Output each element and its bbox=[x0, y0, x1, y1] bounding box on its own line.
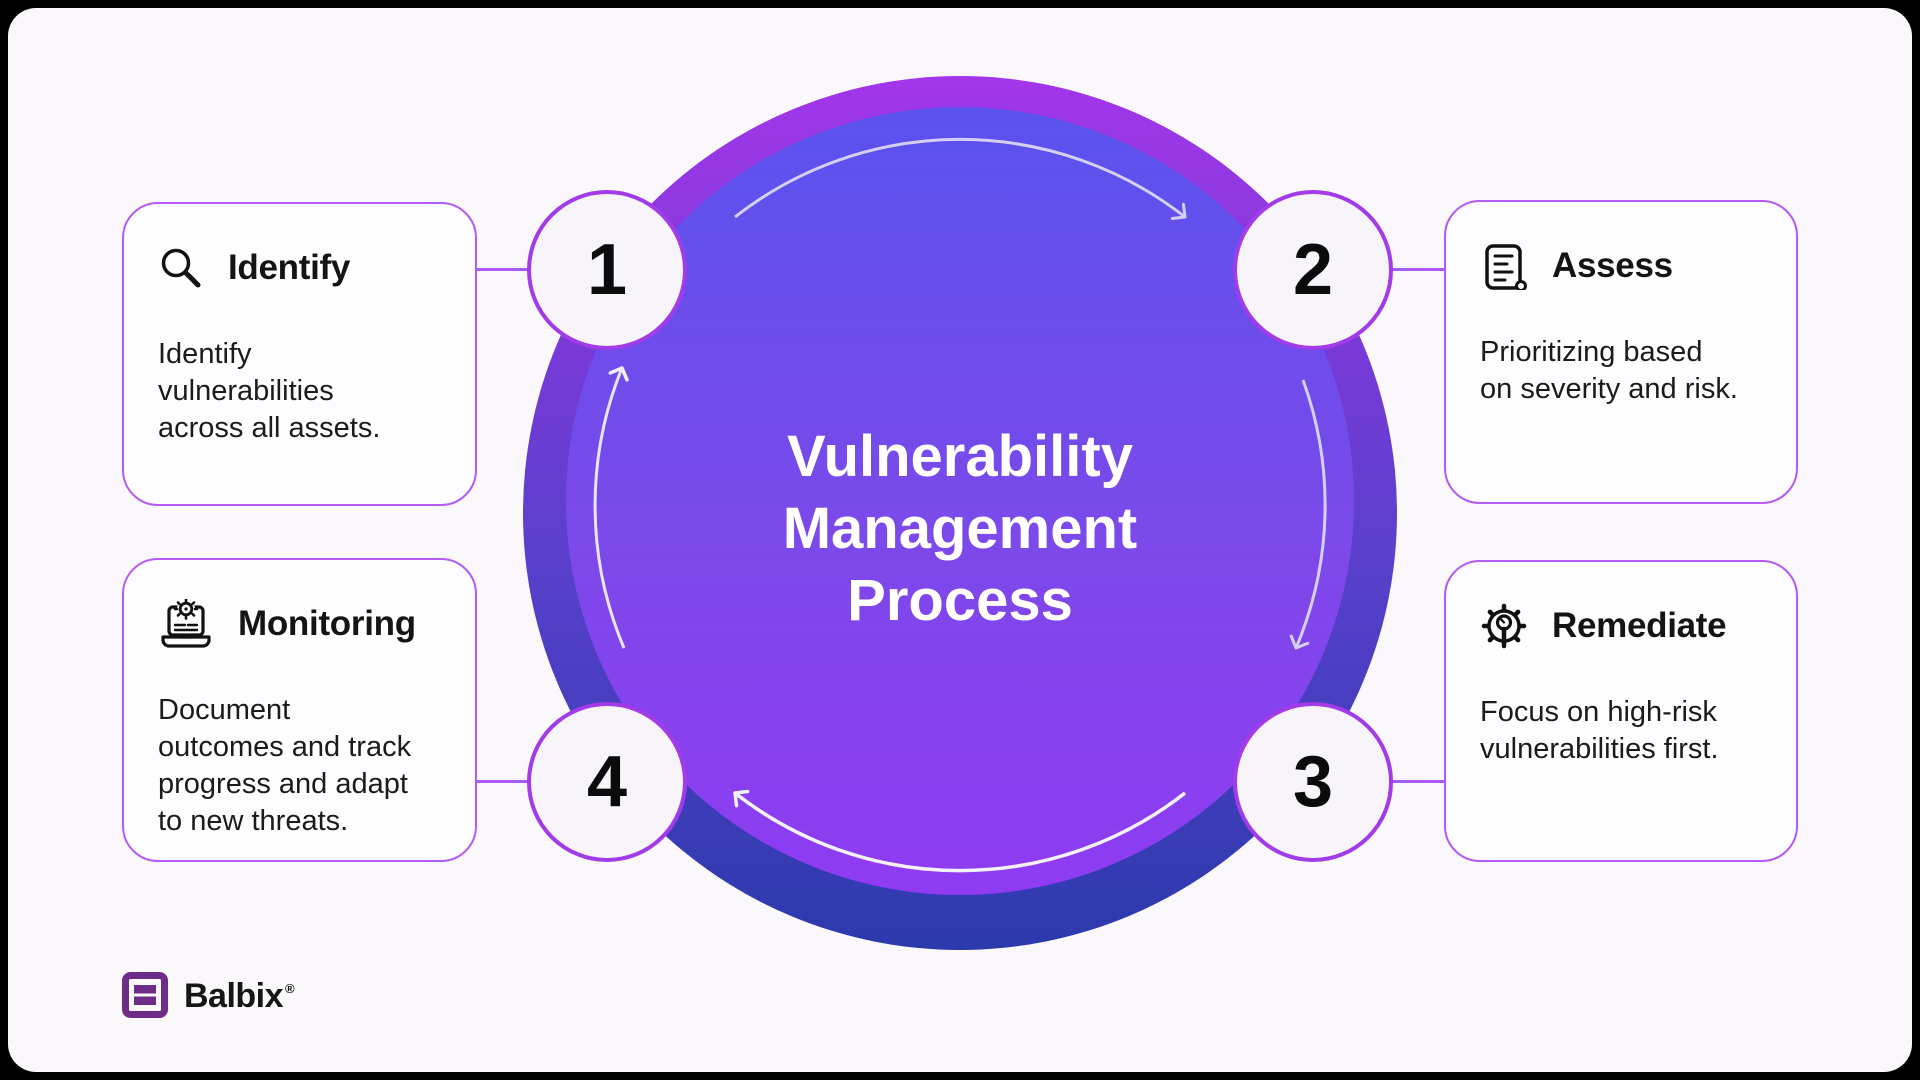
connector-card4-circle4 bbox=[477, 780, 529, 783]
diagram-title-line-2: Management bbox=[782, 496, 1138, 561]
step-number-1: 1 bbox=[586, 230, 628, 310]
card-title-row: Identify bbox=[158, 242, 441, 294]
card-title: Assess bbox=[1552, 246, 1673, 285]
balbix-wordmark: Balbix bbox=[184, 977, 284, 1015]
diagram-title-line-1: Vulnerability bbox=[787, 424, 1133, 489]
step-card-identify: Identify Identify vulnerabilities across… bbox=[122, 202, 477, 506]
card-title: Remediate bbox=[1552, 606, 1727, 645]
card-title: Identify bbox=[228, 248, 351, 287]
diagram-title-line-3: Process bbox=[847, 568, 1073, 633]
step-circle-1: 1 bbox=[527, 190, 687, 350]
document-scroll-icon bbox=[1480, 242, 1528, 290]
card-title-row: Remediate bbox=[1480, 600, 1762, 652]
card-description: Focus on high-risk vulnerabilities first… bbox=[1480, 696, 1719, 765]
card-description: Prioritizing based on severity and risk. bbox=[1480, 336, 1738, 405]
magnifier-icon bbox=[158, 245, 204, 291]
card-description: Identify vulnerabilities across all asse… bbox=[158, 338, 381, 444]
registered-trademark-symbol: ® bbox=[285, 981, 295, 996]
step-circle-4: 4 bbox=[527, 702, 687, 862]
card-title: Monitoring bbox=[238, 604, 416, 643]
step-number-2: 2 bbox=[1292, 230, 1334, 310]
balbix-logo: Balbix® bbox=[122, 972, 295, 1023]
connector-card3-circle3 bbox=[1392, 780, 1444, 783]
diagram-title: Vulnerability Management Process bbox=[610, 421, 1310, 637]
connector-card2-circle2 bbox=[1392, 268, 1445, 271]
cycle-inner-circle bbox=[566, 107, 1354, 895]
step-circle-2: 2 bbox=[1233, 190, 1393, 350]
step-number-4: 4 bbox=[586, 742, 628, 822]
step-card-monitoring: Monitoring Document outcomes and track p… bbox=[122, 558, 477, 862]
card-title-row: Assess bbox=[1480, 240, 1762, 292]
step-circle-3: 3 bbox=[1233, 702, 1393, 862]
balbix-logo-text: Balbix® bbox=[184, 977, 295, 1016]
gear-tool-icon bbox=[1480, 602, 1528, 650]
balbix-logo-mark-icon bbox=[122, 972, 168, 1023]
step-number-3: 3 bbox=[1292, 742, 1334, 822]
step-card-remediate: Remediate Focus on high-risk vulnerabili… bbox=[1444, 560, 1798, 862]
card-title-row: Monitoring bbox=[158, 598, 441, 650]
laptop-gear-icon bbox=[158, 599, 214, 649]
step-card-assess: Assess Prioritizing based on severity an… bbox=[1444, 200, 1798, 504]
connector-card1-circle1 bbox=[477, 268, 529, 271]
card-description: Document outcomes and track progress and… bbox=[158, 694, 412, 837]
